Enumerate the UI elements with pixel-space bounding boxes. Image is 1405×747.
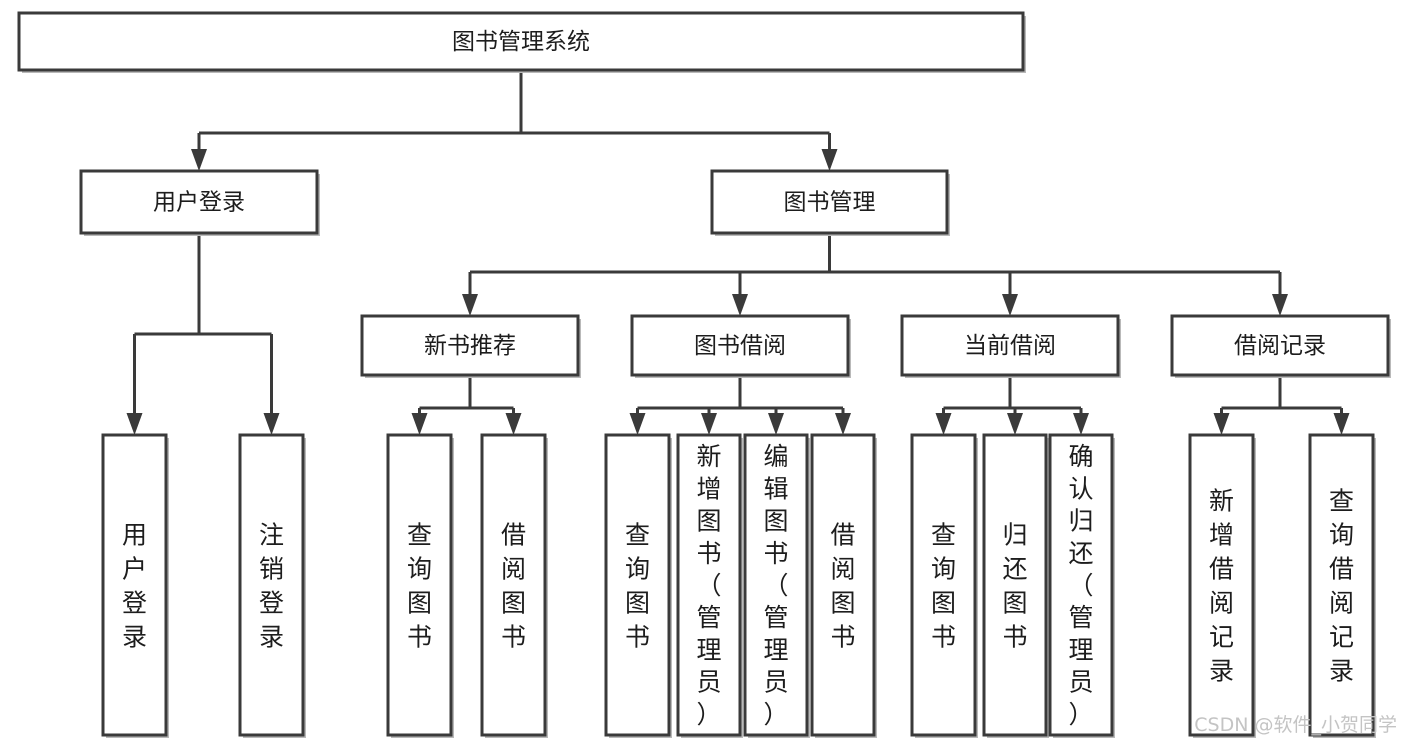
node-leaf-query-book-2[interactable]: 查询图书 [604, 433, 672, 738]
node-label: 查询图书 [931, 521, 956, 652]
node-box [238, 433, 305, 737]
node-box [710, 169, 949, 235]
node-label: 图书借阅 [694, 333, 786, 359]
node-label: 注销登录 [259, 521, 284, 652]
node-box [360, 314, 580, 377]
node-label: 新书推荐 [424, 333, 516, 359]
node-leaf-add-record[interactable]: 新增借阅记录 [1188, 433, 1256, 738]
node-layer: 图书管理系统用户登录图书管理新书推荐图书借阅当前借阅借阅记录用户登录注销登录查询… [17, 11, 1391, 738]
connector-group [935, 375, 1089, 435]
arrow-head-icon [701, 413, 717, 435]
arrow-head-icon [505, 413, 522, 435]
csdn-watermark: CSDN @软件_小贺同学 [1194, 714, 1397, 736]
node-box [1170, 314, 1390, 377]
node-leaf-return-book[interactable]: 归还图书 [982, 433, 1049, 738]
node-label: 用户登录 [153, 190, 245, 216]
node-leaf-borrow-book-2[interactable]: 借阅图书 [810, 433, 877, 738]
node-box [1048, 433, 1114, 737]
node-box [743, 433, 809, 737]
node-leaf-confirm-return[interactable]: 确认归还（管理员） [1048, 433, 1115, 738]
node-current-borrow[interactable]: 当前借阅 [900, 314, 1121, 378]
node-root[interactable]: 图书管理系统 [17, 11, 1026, 73]
arrow-head-icon [1272, 294, 1288, 316]
node-box [630, 314, 850, 377]
connector-group [1213, 375, 1350, 435]
arrow-head-icon [935, 413, 952, 435]
node-box [1188, 433, 1255, 737]
node-box [910, 433, 977, 737]
node-leaf-user-login[interactable]: 用户登录 [101, 433, 169, 738]
node-label: 新增图书（管理员） [696, 442, 721, 729]
node-label: 编辑图书（管理员） [763, 442, 788, 729]
node-label: 确认归还（管理员） [1068, 442, 1093, 729]
arrow-head-icon [835, 413, 851, 435]
arrow-head-icon [191, 149, 207, 171]
node-leaf-query-book-3[interactable]: 查询图书 [910, 433, 978, 738]
node-box [480, 433, 547, 737]
node-label: 图书管理系统 [452, 29, 590, 55]
node-label: 借阅图书 [830, 521, 855, 652]
node-box [810, 433, 876, 737]
node-label: 查询借阅记录 [1329, 487, 1354, 686]
arrow-head-icon [411, 413, 428, 435]
node-box [900, 314, 1120, 377]
node-new-book-rec[interactable]: 新书推荐 [360, 314, 581, 378]
connector-group [411, 375, 522, 435]
node-label: 归还图书 [1002, 521, 1027, 652]
node-box [101, 433, 168, 737]
arrow-head-icon [1002, 294, 1018, 316]
node-label: 新增借阅记录 [1209, 487, 1234, 686]
node-label: 查询图书 [407, 521, 432, 652]
arrow-head-icon [629, 413, 646, 435]
node-box [676, 433, 742, 737]
node-box [17, 11, 1025, 72]
node-box [386, 433, 453, 737]
node-label: 图书管理 [784, 190, 876, 216]
node-label: 当前借阅 [964, 333, 1056, 359]
arrow-head-icon [1073, 413, 1089, 435]
node-box [604, 433, 671, 737]
node-book-borrow[interactable]: 图书借阅 [630, 314, 851, 378]
node-box [79, 169, 319, 235]
node-leaf-query-record[interactable]: 查询借阅记录 [1308, 433, 1376, 738]
node-leaf-borrow-book-1[interactable]: 借阅图书 [480, 433, 548, 738]
arrow-head-icon [1333, 413, 1350, 435]
node-label: 借阅图书 [501, 521, 526, 652]
arrow-head-icon [768, 413, 784, 435]
arrow-head-icon [1007, 413, 1023, 435]
node-box [982, 433, 1048, 737]
node-leaf-edit-book[interactable]: 编辑图书（管理员） [743, 433, 810, 738]
arrow-head-icon [263, 413, 280, 435]
arrow-head-icon [1213, 413, 1230, 435]
arrow-head-icon [126, 413, 143, 435]
connector-group [191, 70, 838, 171]
connector-group [629, 375, 851, 435]
connector-group [126, 233, 280, 435]
arrow-head-icon [821, 149, 838, 171]
arrow-head-icon [462, 294, 478, 316]
node-user-login[interactable]: 用户登录 [79, 169, 320, 236]
node-borrow-record[interactable]: 借阅记录 [1170, 314, 1391, 378]
node-leaf-query-book-1[interactable]: 查询图书 [386, 433, 454, 738]
connector-layer [126, 70, 1350, 435]
connector-group [462, 233, 1288, 316]
node-box [1308, 433, 1375, 737]
node-book-manage[interactable]: 图书管理 [710, 169, 950, 236]
arrow-head-icon [732, 294, 748, 316]
node-leaf-add-book[interactable]: 新增图书（管理员） [676, 433, 743, 738]
node-leaf-logout[interactable]: 注销登录 [238, 433, 306, 738]
node-label: 用户登录 [122, 521, 147, 652]
node-label: 借阅记录 [1234, 333, 1326, 359]
node-label: 查询图书 [625, 521, 650, 652]
